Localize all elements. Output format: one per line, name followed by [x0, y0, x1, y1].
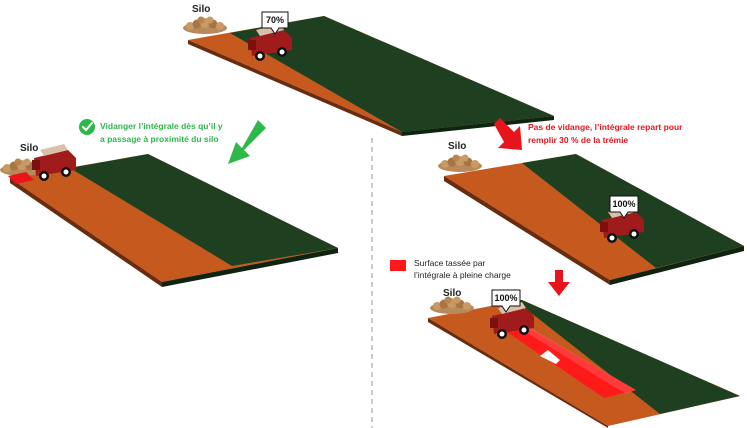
field-right-bottom	[428, 300, 740, 428]
hopper-tag-shape	[609, 195, 639, 219]
right-caption: Pas de vidange, l’intégrale repart pour …	[528, 121, 682, 147]
unload-spout	[8, 172, 34, 184]
red-down-arrow-icon	[548, 270, 570, 296]
legend-swatch	[390, 260, 406, 271]
legend-label: Surface tassée par l’intégrale à pleine …	[414, 257, 511, 281]
field-left	[10, 154, 338, 287]
silo-label: Silo	[448, 141, 467, 152]
left-caption-line1: Vidanger l’intégrale dès qu’il y	[100, 121, 223, 131]
right-caption-line1: Pas de vidange, l’intégrale repart pour	[528, 122, 683, 132]
hopper-fill-label: 100%	[612, 199, 636, 209]
legend-line1: Surface tassée par	[414, 258, 486, 268]
legend-line2: l’intégrale à pleine charge	[414, 270, 511, 280]
red-arrow-icon	[494, 118, 522, 150]
left-caption: Vidanger l’intégrale dès qu’il y a passa…	[100, 120, 223, 146]
silo-label: Silo	[20, 143, 39, 154]
silo-label: Silo	[443, 288, 462, 299]
compacted-strip	[492, 318, 636, 398]
right-caption-line2: remplir 30 % de la trémie	[528, 135, 629, 145]
silo-label: Silo	[192, 4, 211, 15]
silo-pile-icon	[183, 16, 227, 34]
left-caption-line2: a passage à proximité du silo	[100, 134, 219, 144]
travel-arrow-icon	[540, 350, 560, 364]
hopper-tag-shape	[261, 11, 289, 35]
hopper-fill-label: 70%	[265, 15, 284, 25]
silo-pile-icon	[430, 296, 474, 314]
field-top	[188, 16, 554, 136]
check-circle-icon	[79, 119, 95, 135]
green-arrow-icon	[228, 120, 266, 164]
hopper-tag-shape	[491, 289, 521, 313]
silo-pile-icon	[438, 154, 482, 172]
hopper-fill-label: 100%	[494, 293, 518, 303]
